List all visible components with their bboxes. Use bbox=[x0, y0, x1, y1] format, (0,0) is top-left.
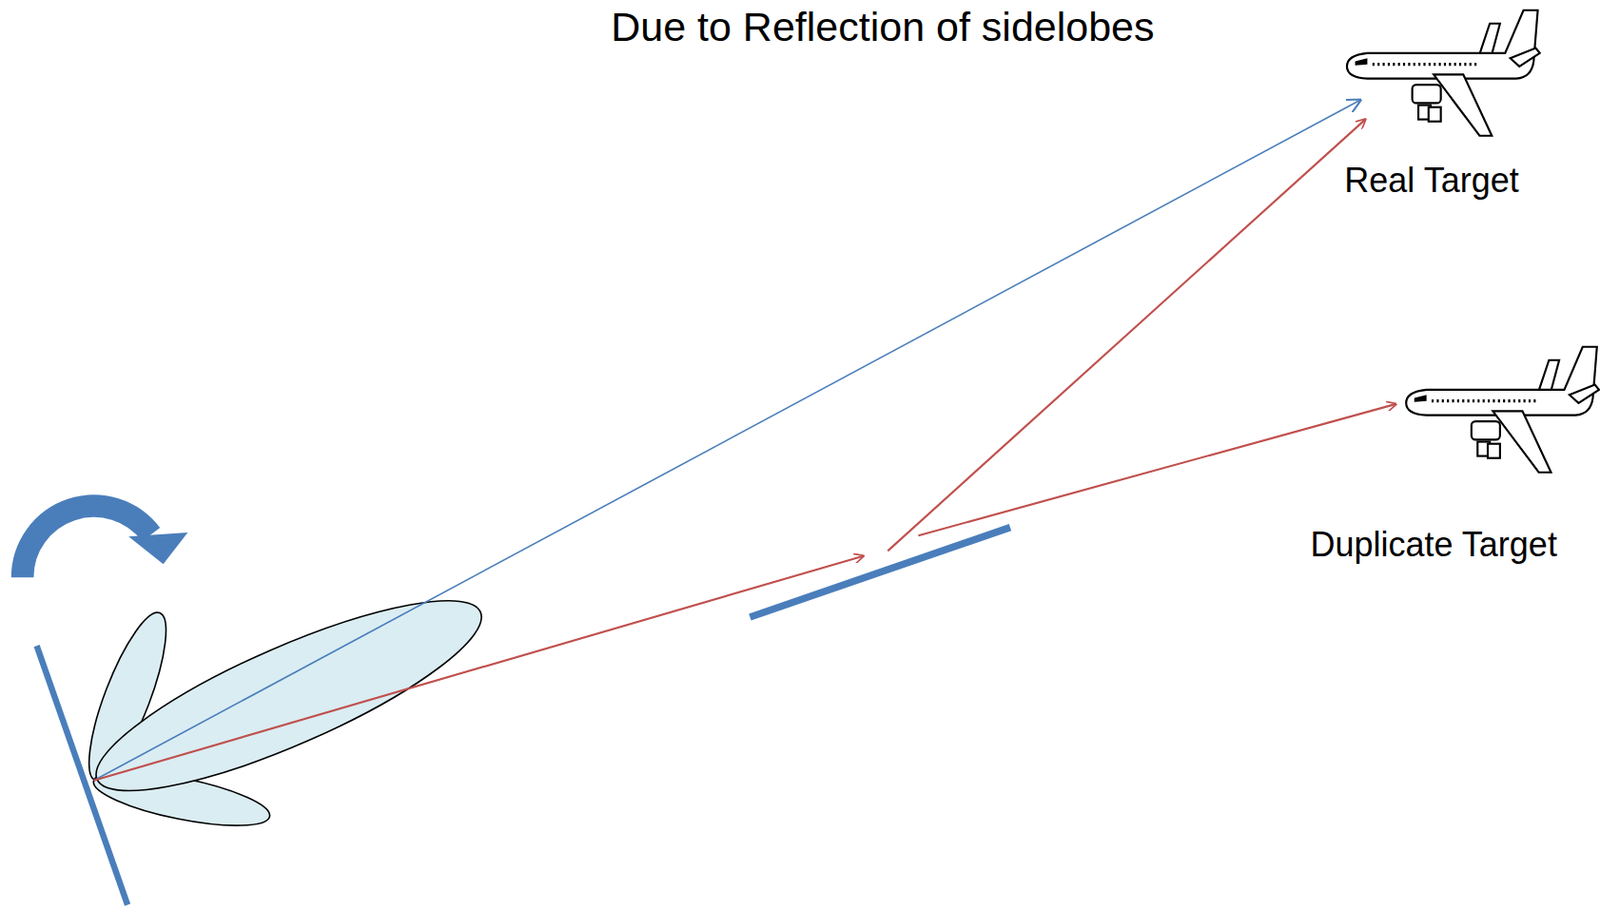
reflected-ray bbox=[917, 404, 1396, 536]
reflector bbox=[749, 527, 1011, 618]
target-label: Real Target bbox=[1344, 160, 1519, 201]
target-label: Duplicate Target bbox=[1309, 525, 1558, 566]
sidelobe-ray bbox=[94, 556, 864, 781]
rotation-arrow bbox=[22, 506, 152, 578]
airplane bbox=[1405, 347, 1600, 473]
airplane bbox=[1346, 10, 1541, 137]
diagram-title: Due to Reflection of sidelobes bbox=[610, 3, 1154, 51]
rotation-arrowhead bbox=[128, 532, 188, 565]
reflected-ray bbox=[887, 119, 1366, 552]
direct-ray bbox=[94, 99, 1361, 781]
main-lobe bbox=[77, 566, 500, 824]
